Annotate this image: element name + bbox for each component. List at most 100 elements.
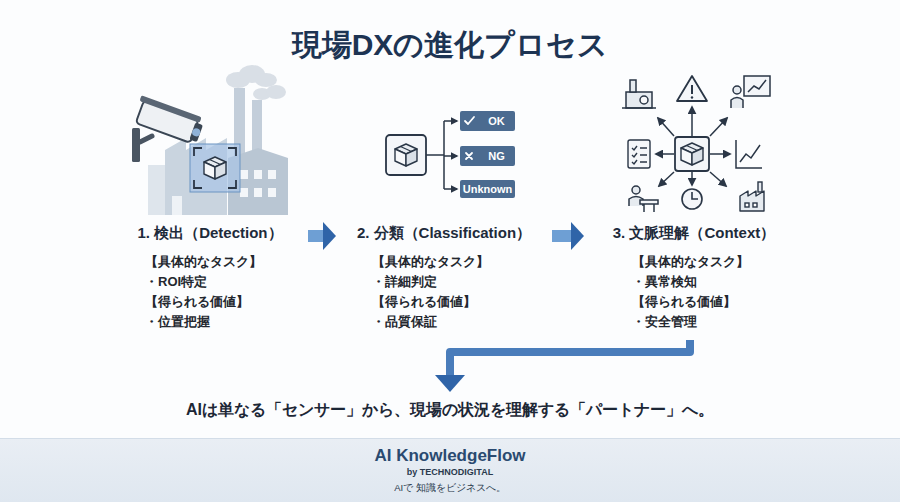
worker-icon	[632, 186, 640, 194]
branch-lines	[444, 155, 457, 157]
flow-arrow	[552, 222, 584, 250]
branch-lines	[444, 120, 457, 122]
branch-lines	[426, 121, 457, 189]
chart-icon	[736, 140, 762, 168]
factory-icon	[740, 191, 764, 211]
detail-line: 【得られる価値】	[632, 292, 749, 312]
detail-line: 【得られる価値】	[145, 292, 262, 312]
factory-silhouette	[172, 196, 182, 215]
chip-label: OK	[488, 114, 505, 128]
factory-silhouette	[234, 88, 245, 163]
item-icon	[386, 135, 426, 175]
detail-line: 【具体的なタスク】	[145, 252, 262, 272]
result-icons	[465, 117, 474, 159]
stage-column: 3. 文脈理解（Context） 【具体的なタスク】・異常検知【得られる価値】・安…	[584, 70, 804, 340]
security-camera	[136, 100, 199, 142]
context-hub	[675, 137, 709, 171]
presenter-icon	[731, 76, 770, 108]
arrow-head	[571, 222, 584, 250]
checklist-icon	[628, 140, 650, 168]
security-camera	[189, 122, 203, 142]
focus-frame	[190, 144, 240, 192]
detail-line: ・ROI特定	[145, 272, 262, 292]
security-camera	[139, 95, 201, 123]
footer-band: AI KnowledgeFlowby TECHNODIGITALAIで 知識をビ…	[0, 438, 900, 502]
machine-icon	[622, 107, 656, 109]
statement-text: AIは単なる「センサー」から、現場の状況を理解する「パートナー」へ。	[186, 398, 714, 422]
result-chip: Unknown	[460, 180, 515, 198]
smoke-cloud	[239, 65, 265, 83]
security-camera	[132, 128, 140, 162]
presenter-icon	[748, 80, 766, 92]
branch-lines	[426, 154, 444, 156]
clock-icon	[682, 189, 702, 209]
presenter-icon	[731, 98, 743, 109]
context-arrows	[710, 153, 730, 155]
chart-icon	[740, 145, 760, 162]
smoke-cloud	[255, 73, 277, 87]
context-hub	[681, 143, 703, 165]
context-arrows	[659, 172, 674, 186]
stage-column: 1. 検出（Detection） 【具体的なタスク】・ROI特定【得られる価値】・…	[112, 70, 308, 340]
worker-icon	[653, 204, 655, 212]
context-hub	[675, 137, 709, 171]
detail-line: ・位置把握	[145, 312, 262, 332]
smoke-cloud	[226, 65, 286, 100]
security-camera	[132, 95, 205, 162]
presenter-icon	[744, 76, 770, 96]
warning-icon	[677, 76, 707, 101]
stage-heading: 3. 文脈理解（Context）	[584, 223, 804, 243]
arrow-shaft	[308, 230, 326, 242]
factory-silhouette	[268, 188, 276, 197]
stage-heading: 2. 分類（Classification）	[336, 223, 552, 243]
context-arrows	[691, 172, 693, 185]
factory-icon	[753, 203, 757, 207]
context-arrows	[656, 153, 674, 155]
footer-text: AIで 知識をビジネスへ。	[0, 481, 900, 494]
worker-icon	[629, 186, 658, 212]
detail-line: 【具体的なタスク】	[372, 252, 489, 272]
chip-label: NG	[488, 149, 505, 163]
factory-silhouette	[148, 88, 288, 215]
factory-silhouette	[228, 148, 288, 215]
stage-details: 【具体的なタスク】・異常検知【得られる価値】・安全管理	[632, 252, 749, 332]
warning-icon	[677, 76, 707, 101]
stage-column: 2. 分類（Classification） 【具体的なタスク】・詳細判定【得られる…	[336, 70, 552, 340]
detail-line: ・詳細判定	[372, 272, 489, 292]
detail-line: 【具体的なタスク】	[632, 252, 749, 272]
machine-icon	[622, 80, 656, 108]
focus-frame	[204, 157, 226, 179]
factory-silhouette	[240, 188, 248, 197]
arrow-shaft	[552, 230, 574, 242]
stage-details: 【具体的なタスク】・ROI特定【得られる価値】・位置把握	[145, 252, 262, 332]
security-camera	[132, 95, 205, 145]
summary-statement: AIは単なる「センサー」から、現場の状況を理解する「パートナー」へ。	[130, 392, 770, 428]
detail-line: ・安全管理	[632, 312, 749, 332]
worker-icon	[640, 200, 658, 204]
stage-heading: 1. 検出（Detection）	[112, 223, 308, 243]
security-camera	[191, 127, 201, 137]
factory-silhouette	[165, 138, 227, 215]
worker-icon	[629, 197, 643, 207]
context-arrows	[710, 172, 726, 186]
factory-silhouette	[254, 170, 262, 179]
chart-icon	[736, 140, 762, 168]
arrow-head	[435, 375, 465, 392]
context-arrows	[658, 118, 674, 136]
context-arrows	[691, 107, 693, 136]
context-arrows	[710, 118, 727, 136]
footer-text: by TECHNODIGITAL	[0, 466, 900, 478]
factory-icon	[758, 182, 762, 192]
checklist-icon	[632, 146, 647, 164]
result-chip: OK	[460, 111, 515, 131]
factory-silhouette	[148, 165, 198, 215]
item-icon	[386, 135, 426, 175]
clock-icon	[692, 192, 698, 199]
arrow-shaft	[450, 340, 690, 378]
stage-details: 【具体的なタスク】・詳細判定【得られる価値】・品質保証	[372, 252, 489, 332]
result-chip: NG	[460, 146, 515, 166]
machine-icon	[640, 96, 648, 104]
